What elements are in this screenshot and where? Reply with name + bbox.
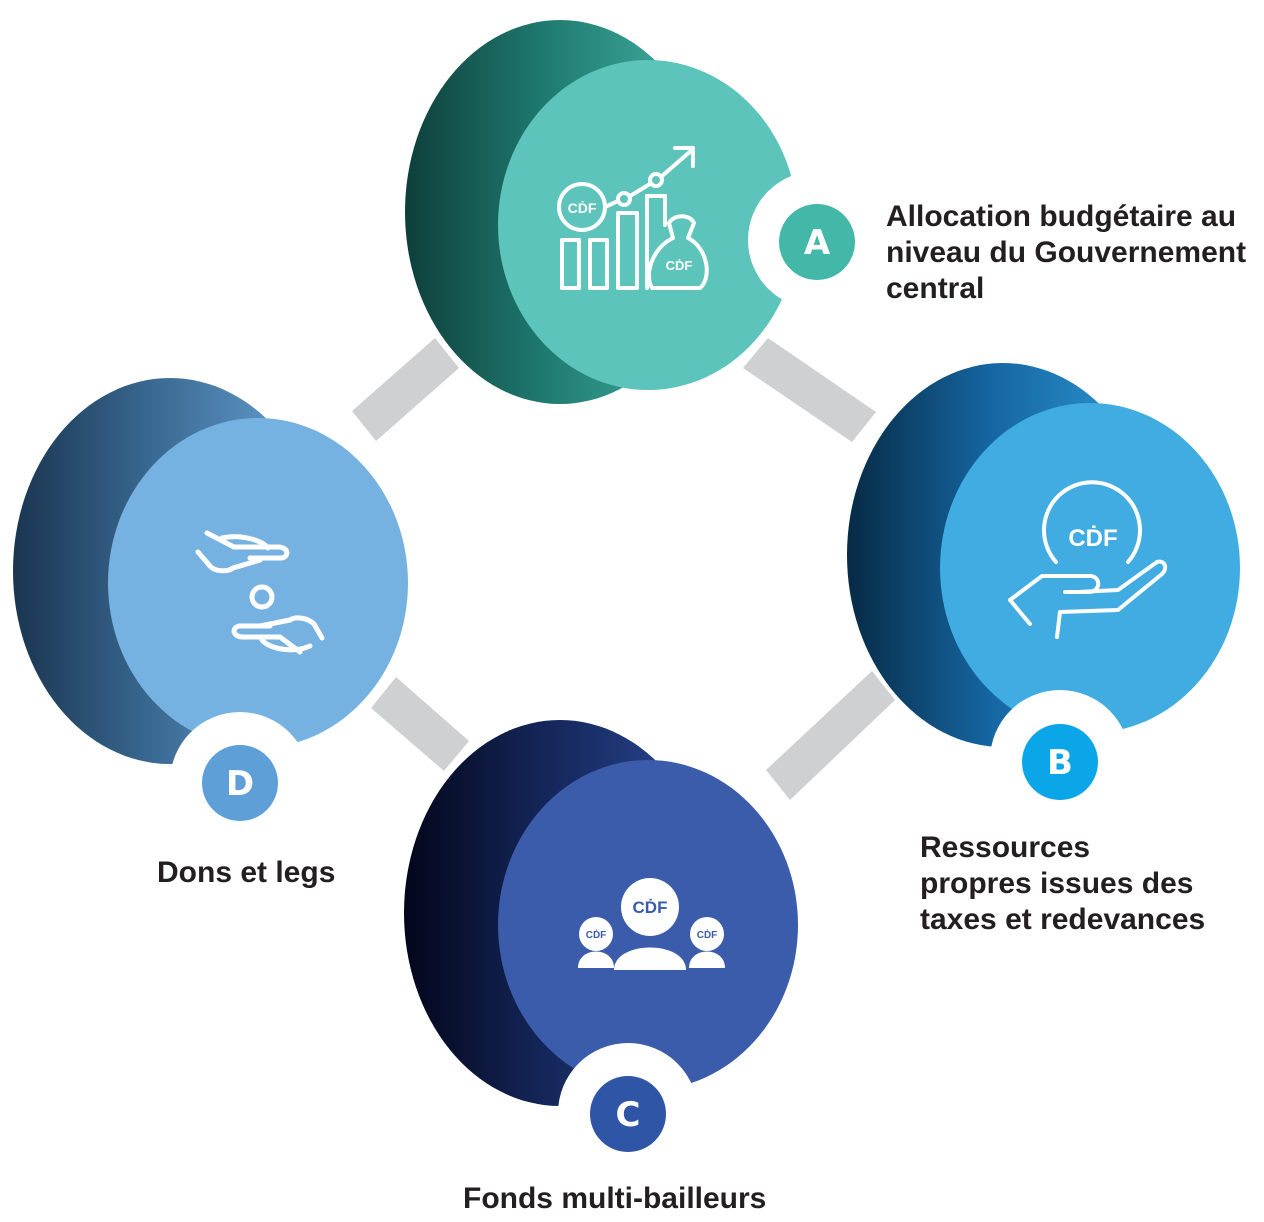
label-b-line-3: taxes et redevances xyxy=(920,903,1206,936)
label-a-line-2: niveau du Gouvernement xyxy=(886,236,1247,269)
label-b-line-1: Ressources xyxy=(920,831,1091,864)
node-d-badge xyxy=(202,745,278,821)
node-a-currency-1: CḊF xyxy=(568,200,597,216)
group-of-donors-icon: CḊF CḊF CḊF xyxy=(578,878,725,970)
node-a-currency-2: CḊF xyxy=(666,258,693,273)
node-d-letter: D xyxy=(226,764,254,804)
node-c-currency-3: CḊF xyxy=(697,928,718,941)
connector-a-d xyxy=(352,338,459,441)
node-c: C CḊF CḊF CḊF xyxy=(404,720,798,1183)
node-a-letter: A xyxy=(804,223,831,263)
label-d: Dons et legs xyxy=(157,855,335,891)
connector-b-c xyxy=(766,671,895,800)
label-b-line-2: propres issues des xyxy=(920,867,1194,900)
giving-hands-coin-icon xyxy=(195,530,325,655)
label-a-line-1: Allocation budgétaire au xyxy=(886,200,1237,233)
node-a-badge xyxy=(779,204,855,280)
connectors xyxy=(352,338,895,800)
node-c-currency-1: CḊF xyxy=(633,898,668,917)
label-c: Fonds multi-bailleurs xyxy=(463,1181,766,1217)
connector-d-c xyxy=(371,677,469,771)
label-a-line-3: central xyxy=(886,272,985,305)
node-b-badge xyxy=(1022,724,1098,800)
connector-a-b xyxy=(743,338,876,442)
node-b: B CḊF xyxy=(847,363,1240,830)
hand-holding-coin-icon: CḊF xyxy=(1008,480,1168,639)
node-a: A CḊF CḊF xyxy=(405,20,886,404)
label-a: Allocation budgétaire au niveau du Gouve… xyxy=(886,199,1246,307)
node-c-letter: C xyxy=(616,1095,641,1135)
node-c-badge xyxy=(590,1076,666,1152)
node-d-face xyxy=(108,418,408,748)
label-b: Ressources propres issues des taxes et r… xyxy=(920,830,1205,938)
chart-growth-money-bag-icon: CḊF CḊF xyxy=(557,146,709,290)
node-b-letter: B xyxy=(1047,743,1073,783)
node-c-currency-2: CḊF xyxy=(586,928,607,941)
node-b-currency: CḊF xyxy=(1068,525,1117,552)
node-b-face xyxy=(940,403,1240,733)
label-d-line-1: Dons et legs xyxy=(157,856,336,889)
node-d: D xyxy=(13,378,408,852)
label-c-line-1: Fonds multi-bailleurs xyxy=(463,1182,767,1215)
